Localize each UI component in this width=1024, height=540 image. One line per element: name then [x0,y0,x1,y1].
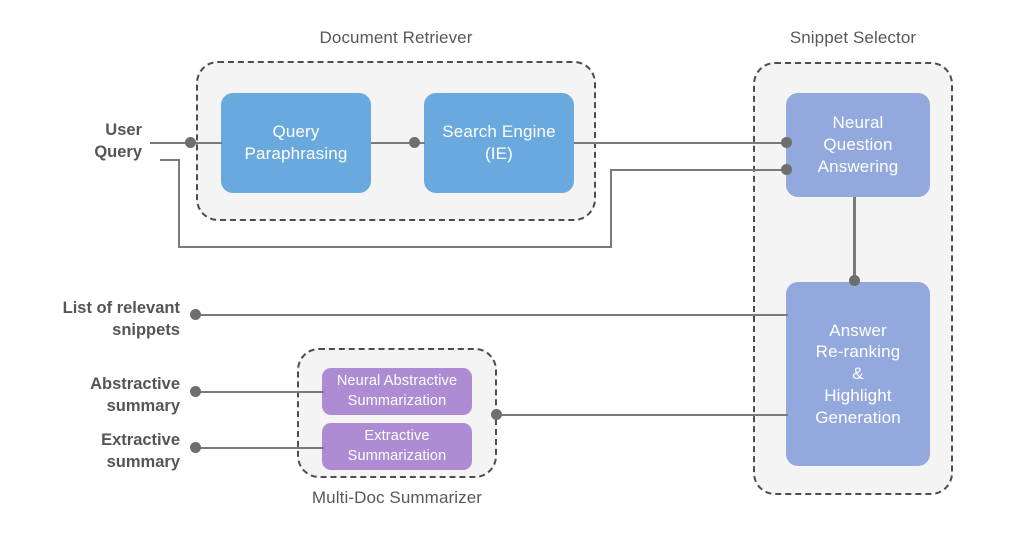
edge-search-engine-to-neural-question-answering [574,142,788,144]
edge-dot-snippets-output [190,309,201,320]
edge-dot-nqa-input-top [781,137,792,148]
edge-dot-extractive-summary-output [190,442,201,453]
node-neural-abstractive-summarization[interactable]: Neural Abstractive Summarization [322,368,472,415]
io-label-user-query: User Query [94,121,142,161]
edge-dot-abstractive-summary-output [190,386,201,397]
edge-dot-search-engine-input [409,137,420,148]
edge-abstractive-summary-output [196,391,324,393]
edge-query-bypass-to-nqa [610,169,788,171]
edge-dot-nqa-input-bottom [781,164,792,175]
node-answer-reranking[interactable]: Answer Re-ranking & Highlight Generation [786,282,930,466]
edge-query-bypass-up [610,170,612,248]
edge-dot-answer-reranking-input [849,275,860,286]
edge-answer-reranking-to-snippets-output [196,314,788,316]
io-label-extractive-summary: Extractive summary [101,431,180,471]
edge-dot-summarizer-input [491,409,502,420]
node-search-engine[interactable]: Search Engine (IE) [424,93,574,193]
edge-query-bypass-down [178,159,180,248]
edge-extractive-summary-output [196,447,324,449]
node-neural-question-answering[interactable]: Neural Question Answering [786,93,930,197]
edge-answer-reranking-to-summarizer [497,414,788,416]
edge-query-bypass-across [178,246,612,248]
node-extractive-summarization[interactable]: Extractive Summarization [322,423,472,470]
group-title-multi-doc-summarizer: Multi-Doc Summarizer [311,488,483,507]
edge-query-bypass-stub [160,159,180,161]
edge-nqa-to-answer-reranking [853,197,856,285]
group-title-snippet-selector: Snippet Selector [789,28,917,47]
group-title-document-retriever: Document Retriever [319,28,473,47]
edge-dot-user-input [185,137,196,148]
node-query-paraphrasing[interactable]: Query Paraphrasing [221,93,371,193]
io-label-list-of-relevant-snippets: List of relevant snippets [62,299,180,339]
edge-query-paraphrasing-to-search-engine [371,142,425,144]
io-label-abstractive-summary: Abstractive summary [90,375,180,415]
